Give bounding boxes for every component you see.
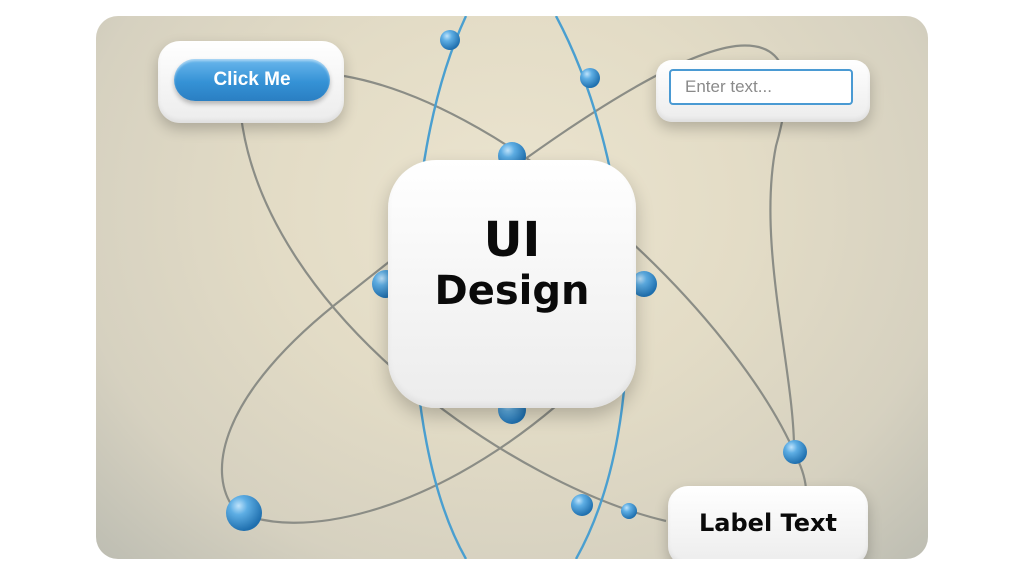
click-me-button[interactable]: Click Me [174,59,330,101]
title-line-2: Design [434,268,590,314]
button-card: Click Me [158,41,344,123]
input-card [656,60,870,122]
ui-design-card: UI Design [388,160,636,408]
label-card: Label Text [668,486,868,559]
illustration-canvas: Click Me UI Design Label Text [96,16,928,559]
title-line-1: UI [483,212,541,268]
text-input[interactable] [669,69,853,105]
label-text: Label Text [699,509,837,537]
